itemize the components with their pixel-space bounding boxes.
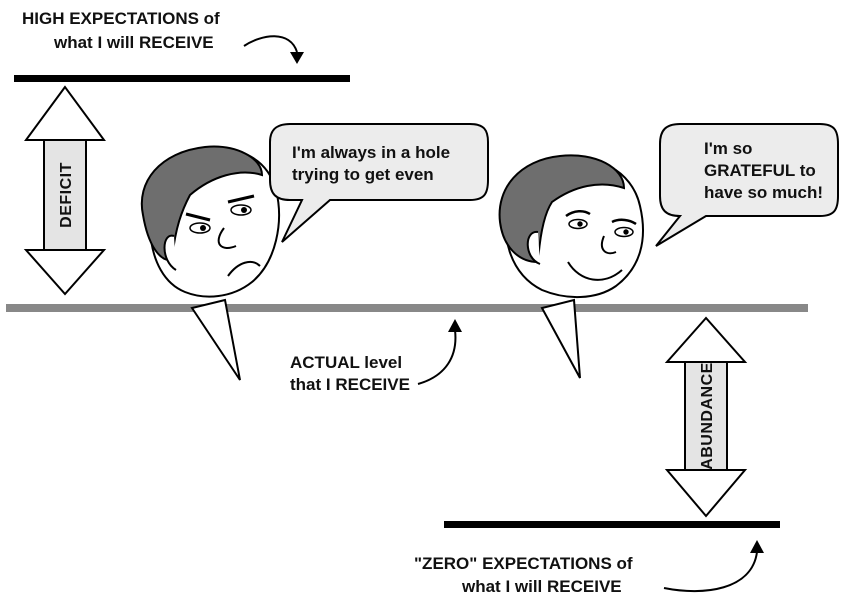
actual-level-bar xyxy=(6,304,808,312)
left-bubble-line2: trying to get even xyxy=(292,165,434,184)
left-speech-bubble: I'm always in a hole trying to get even xyxy=(269,123,489,243)
abundance-label: ABUNDANCE xyxy=(699,362,716,470)
frowning-man-icon xyxy=(140,145,280,381)
actual-level-pointer-head xyxy=(448,319,462,332)
deficit-label: DEFICIT xyxy=(58,162,75,228)
actual-level-pointer xyxy=(417,329,457,385)
right-speech-bubble: I'm so GRATEFUL to have so much! xyxy=(655,123,839,247)
actual-level-label-line2: that I RECEIVE xyxy=(290,375,410,394)
abundance-arrow: ABUNDANCE xyxy=(664,316,748,518)
actual-level-label-line1: ACTUAL level xyxy=(290,353,402,372)
high-expectations-pointer-head xyxy=(290,52,304,64)
zero-expectations-pointer xyxy=(663,551,758,593)
high-expectations-bar xyxy=(14,75,350,82)
deficit-arrow: DEFICIT xyxy=(23,85,107,296)
smiling-man-icon xyxy=(498,154,644,379)
left-bubble-line1: I'm always in a hole xyxy=(292,143,450,162)
right-bubble-line1: I'm so xyxy=(704,139,752,158)
right-bubble-line2: GRATEFUL to xyxy=(704,161,816,180)
zero-expectations-bar xyxy=(444,521,780,528)
zero-expectations-pointer-head xyxy=(750,540,764,553)
zero-expectations-label-line1: "ZERO" EXPECTATIONS of xyxy=(414,554,633,573)
right-bubble-line3: have so much! xyxy=(704,183,823,202)
high-expectations-label-line2: what I will RECEIVE xyxy=(53,33,214,52)
high-expectations-label-line1: HIGH EXPECTATIONS of xyxy=(22,9,220,28)
zero-expectations-label-line2: what I will RECEIVE xyxy=(461,577,622,596)
high-expectations-pointer xyxy=(243,35,298,53)
